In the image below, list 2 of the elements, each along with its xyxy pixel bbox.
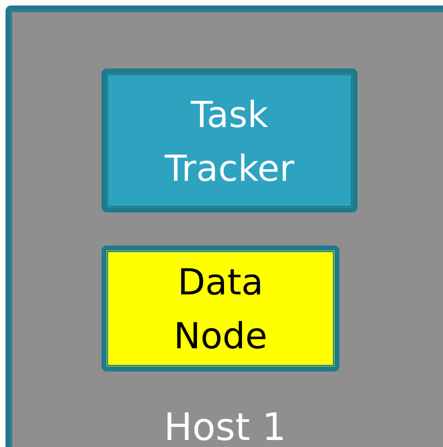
- process-box: Data Node: [102, 246, 340, 372]
- process-box: Task Tracker: [102, 68, 358, 212]
